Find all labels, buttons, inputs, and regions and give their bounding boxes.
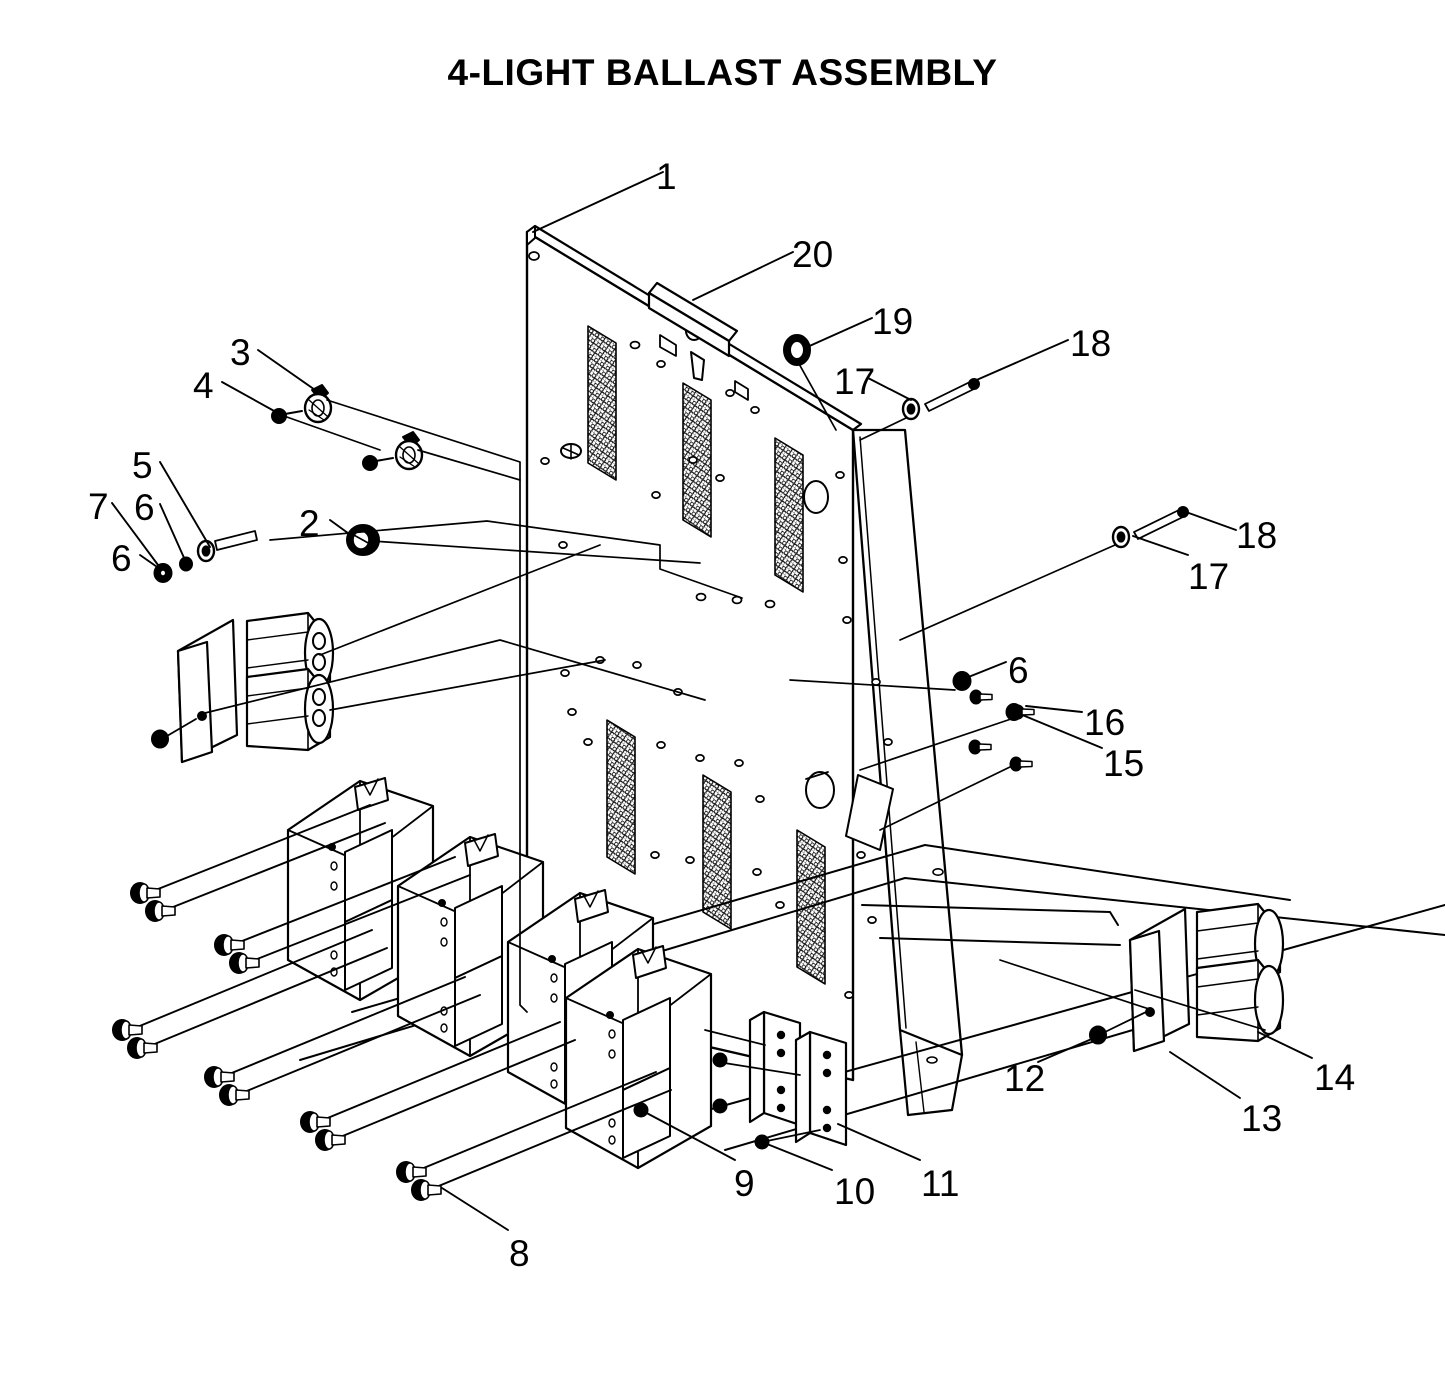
knurled-nut — [783, 334, 811, 366]
callout-label-2[interactable]: 2 — [299, 503, 320, 544]
callout-label-7[interactable]: 7 — [88, 486, 109, 527]
main-back-panel — [525, 224, 964, 1117]
capacitor-assembly-left — [151, 611, 335, 764]
callout-label-11[interactable]: 11 — [921, 1163, 960, 1204]
callout-label-12[interactable]: 12 — [1004, 1058, 1046, 1099]
ballast-transformer-1 — [286, 777, 435, 1002]
washer-and-screw-mid — [1111, 506, 1189, 549]
callout-label-20[interactable]: 20 — [792, 234, 834, 275]
callout-label-19[interactable]: 19 — [872, 301, 914, 342]
callout-label-3[interactable]: 3 — [230, 332, 251, 373]
callout-label-14[interactable]: 14 — [1314, 1057, 1356, 1098]
mounting-bracket-b — [794, 1030, 848, 1147]
callout-label-4[interactable]: 4 — [193, 365, 214, 406]
callout-label-10[interactable]: 10 — [834, 1171, 876, 1212]
callout-label-8[interactable]: 8 — [509, 1233, 530, 1274]
callout-label-5[interactable]: 5 — [132, 445, 153, 486]
callout-label-17-mid[interactable]: 17 — [1188, 556, 1230, 597]
callout-label-9[interactable]: 9 — [734, 1163, 755, 1204]
callout-label-18-upper[interactable]: 18 — [1070, 323, 1112, 364]
fastener-stack-left — [153, 530, 258, 583]
strain-relief-bushing-b — [362, 431, 424, 471]
capacitor-assembly-right — [1089, 902, 1285, 1053]
callout-label-6-c[interactable]: 6 — [1008, 650, 1029, 691]
grommet — [346, 524, 380, 556]
page-title: 4-LIGHT BALLAST ASSEMBLY — [447, 52, 998, 93]
callout-label-6-a[interactable]: 6 — [134, 487, 155, 528]
callout-label-17-upper[interactable]: 17 — [834, 361, 876, 402]
callout-label-15[interactable]: 15 — [1103, 743, 1145, 784]
callout-label-1[interactable]: 1 — [656, 156, 677, 197]
callout-leaders — [111, 171, 1313, 1231]
slotted-retainer-bar — [647, 281, 739, 358]
washer-and-screw-upper — [901, 378, 980, 421]
callout-label-18-mid[interactable]: 18 — [1236, 515, 1278, 556]
ballast-transformer-2 — [396, 833, 545, 1058]
callout-label-13[interactable]: 13 — [1241, 1098, 1283, 1139]
long-bolt-set — [112, 804, 672, 1201]
strain-relief-bushing-a — [271, 384, 333, 424]
callout-label-16[interactable]: 16 — [1084, 702, 1126, 743]
assembly-guide-lines — [204, 361, 1266, 1143]
callout-label-6-b[interactable]: 6 — [111, 538, 132, 579]
